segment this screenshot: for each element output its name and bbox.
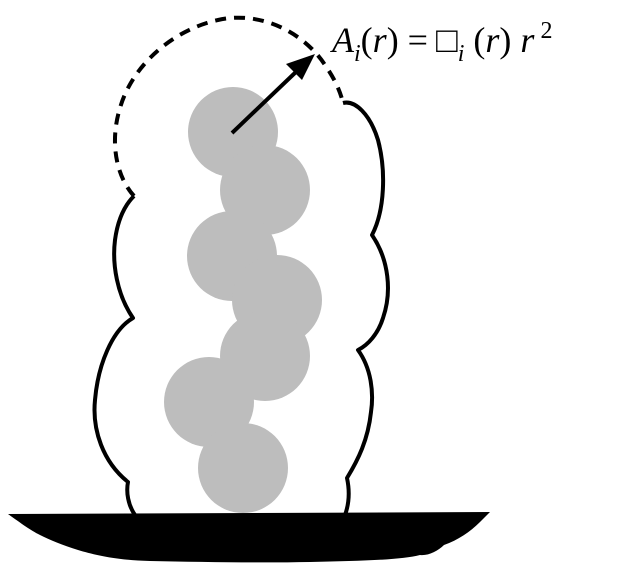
sphere-cluster bbox=[164, 87, 322, 513]
arrow-shaft bbox=[230, 68, 300, 135]
formula-exponent: 2 bbox=[540, 18, 552, 44]
formula-equals: ) = bbox=[387, 20, 428, 60]
formula-r: r bbox=[373, 20, 388, 60]
accessible-surface-outline bbox=[92, 100, 390, 517]
formula-r-2: r bbox=[485, 20, 500, 60]
formula-r-3: r bbox=[520, 20, 535, 60]
formula-subscript-i: i bbox=[354, 41, 361, 67]
formula-open-paren: ( bbox=[361, 20, 373, 60]
radius-arrow bbox=[230, 54, 315, 135]
substrate-base bbox=[8, 512, 490, 563]
formula-missing-glyph: □ bbox=[436, 20, 458, 60]
arrow-head bbox=[286, 54, 315, 80]
sphere-7 bbox=[198, 423, 288, 513]
formula-close-paren-2: ) bbox=[499, 20, 511, 60]
formula-A: A bbox=[330, 20, 355, 60]
formula-subscript-i-2: i bbox=[458, 41, 465, 67]
formula-open-paren-2: ( bbox=[464, 20, 485, 60]
